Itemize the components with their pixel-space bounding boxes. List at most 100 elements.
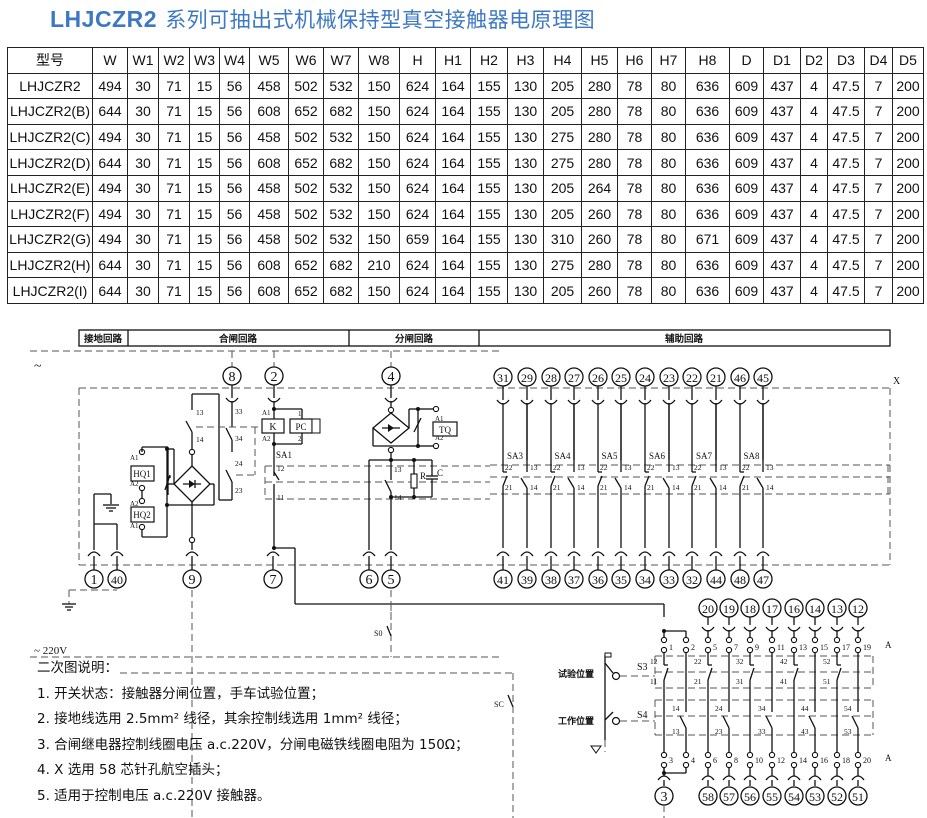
table-cell: 205 bbox=[543, 174, 582, 202]
table-cell: 275 bbox=[543, 149, 582, 176]
table-cell: 200 bbox=[892, 149, 924, 176]
title-model: LHJCZR2 bbox=[50, 6, 158, 32]
table-cell: 47.5 bbox=[827, 98, 865, 125]
aux-bottom-terminal-circle bbox=[611, 569, 631, 589]
table-cell: 130 bbox=[507, 200, 544, 228]
pin-number: 20 bbox=[863, 756, 871, 765]
table-cell: 47.5 bbox=[827, 200, 865, 228]
coil-pin: A2 bbox=[130, 480, 139, 488]
supply-symbol: ~ bbox=[34, 359, 42, 374]
contact-number: 21 bbox=[647, 483, 655, 492]
table-cell: 30 bbox=[127, 98, 159, 125]
pin-circle bbox=[387, 406, 395, 414]
table-cell: 636 bbox=[685, 149, 730, 176]
aux-bottom-terminal: 41 bbox=[497, 573, 509, 587]
aux-bottom-terminal-circle bbox=[588, 569, 608, 589]
bottom-terminal-circle bbox=[84, 569, 104, 589]
table-cell: 7 bbox=[864, 174, 893, 202]
plug-icon bbox=[638, 551, 652, 557]
column-header: H8 bbox=[685, 47, 730, 74]
contact-number: 31 bbox=[736, 677, 744, 686]
contact-number: 13 bbox=[577, 463, 585, 472]
table-cell: 130 bbox=[507, 123, 544, 151]
table-cell: 56 bbox=[219, 174, 250, 202]
plug-icon bbox=[765, 775, 779, 781]
table-cell: 30 bbox=[127, 251, 159, 279]
table-cell: 264 bbox=[581, 174, 618, 202]
table-cell: 7 bbox=[864, 200, 893, 228]
contact-number: 42 bbox=[780, 657, 788, 666]
column-header: W4 bbox=[219, 47, 250, 74]
table-cell: 164 bbox=[435, 226, 471, 253]
contact-number: 32 bbox=[736, 657, 744, 666]
position-roller bbox=[611, 716, 621, 726]
table-cell: 609 bbox=[729, 277, 764, 304]
contact-number: 21 bbox=[505, 483, 513, 492]
table-cell: 71 bbox=[158, 149, 190, 176]
contact-number: 14 bbox=[766, 483, 774, 492]
column-header: W bbox=[92, 47, 128, 74]
table-cell: 205 bbox=[543, 200, 582, 228]
pin-circle bbox=[682, 646, 690, 654]
contact-number: 14 bbox=[672, 704, 680, 713]
pin-circle bbox=[387, 446, 395, 454]
table-cell: 532 bbox=[323, 226, 359, 253]
pin-circle bbox=[811, 751, 819, 759]
bottom-terminal-circle bbox=[263, 569, 283, 589]
table-cell: 78 bbox=[617, 123, 652, 151]
table-cell: 437 bbox=[763, 72, 801, 100]
table-cell: 30 bbox=[127, 123, 159, 151]
column-header: D bbox=[729, 47, 764, 74]
model-cell: LHJCZR2 bbox=[7, 72, 93, 100]
contact-number: 54 bbox=[844, 704, 852, 713]
aux-top-terminal: 29 bbox=[521, 371, 533, 385]
pin-circle bbox=[833, 646, 841, 654]
nc-contact bbox=[739, 475, 745, 487]
pin-circle bbox=[138, 523, 146, 531]
contact-number: 12 bbox=[277, 464, 285, 473]
pin-circle bbox=[790, 636, 798, 644]
contact-number: 13 bbox=[719, 463, 727, 472]
plug-icon bbox=[743, 775, 757, 781]
pin-circle bbox=[660, 636, 668, 644]
table-cell: 652 bbox=[288, 98, 324, 125]
pin-circle bbox=[704, 761, 712, 769]
junction-dot bbox=[272, 442, 276, 446]
aux-bottom-terminal: 38 bbox=[545, 573, 557, 587]
table-cell: 47.5 bbox=[827, 251, 865, 279]
column-header: W7 bbox=[323, 47, 359, 74]
pin-circle bbox=[188, 536, 196, 544]
pin-circle bbox=[811, 761, 819, 769]
pin-number: 15 bbox=[820, 643, 828, 652]
aux-top-terminal: 23 bbox=[663, 371, 675, 385]
contact-number: 13 bbox=[394, 465, 402, 474]
plug-icon bbox=[544, 551, 558, 557]
table-cell: 280 bbox=[581, 72, 618, 100]
model-cell: LHJCZR2(H) bbox=[7, 251, 93, 279]
table-cell: 437 bbox=[763, 200, 801, 228]
no-contact bbox=[614, 477, 622, 489]
table-cell: 437 bbox=[763, 226, 801, 253]
table-cell: 260 bbox=[581, 226, 618, 253]
table-cell: 636 bbox=[685, 277, 730, 304]
pos-bottom-terminal: 54 bbox=[788, 790, 800, 804]
aux-top-terminal: 45 bbox=[757, 371, 769, 385]
contact-number: 34 bbox=[235, 434, 243, 443]
table-cell: 15 bbox=[189, 149, 220, 176]
table-cell: 609 bbox=[729, 226, 764, 253]
bottom-terminal: 5 bbox=[388, 573, 395, 588]
plug-icon bbox=[591, 551, 605, 557]
aux-bottom-terminal-circle bbox=[564, 569, 584, 589]
pin-circle bbox=[746, 761, 754, 769]
plug-icon bbox=[384, 551, 398, 557]
aux-bottom-terminal: 36 bbox=[592, 573, 604, 587]
pin-number: 5 bbox=[713, 643, 717, 652]
pin-circle bbox=[790, 646, 798, 654]
nc-contact bbox=[749, 667, 755, 681]
contact-number: 53 bbox=[844, 727, 852, 736]
contact-number: 22 bbox=[742, 463, 750, 472]
section-label: 合闸回路 bbox=[219, 333, 258, 345]
table-cell: 532 bbox=[323, 174, 359, 202]
